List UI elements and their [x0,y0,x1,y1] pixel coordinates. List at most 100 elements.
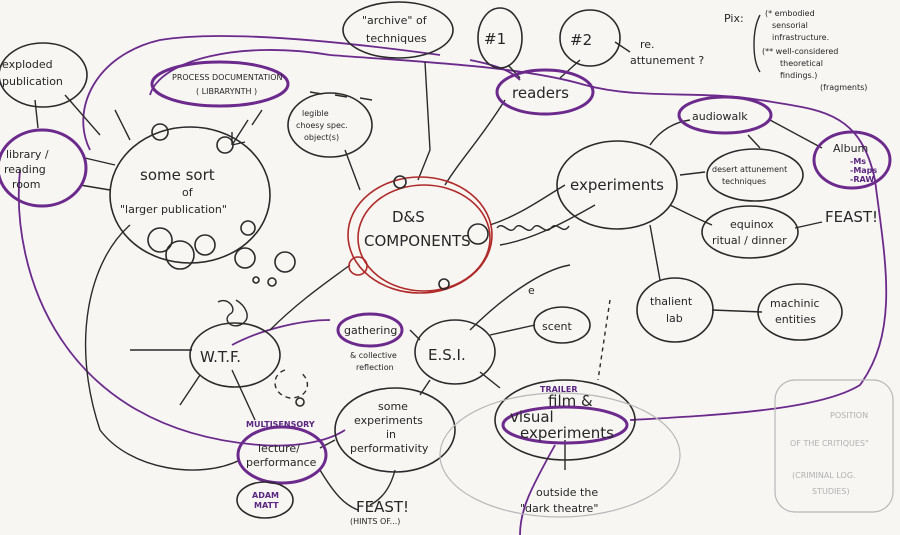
label-process-2: ( LIBRARYNTH ) [196,87,257,96]
node-archive [342,1,454,59]
label-machinic-2: entities [775,313,816,326]
deco-circle [467,223,489,245]
faded-line-2: OF THE CRITIQUES" [790,439,869,448]
label-multisensory: MULTISENSORY [246,420,315,429]
edge-wtf-dashed-circle [274,369,309,399]
edge-equinox-feast [794,221,823,229]
label-adam: ADAM [252,491,279,500]
edge-wtf-lecture [231,369,256,421]
edge-exp-audiowalk [649,119,691,146]
node-legible [287,92,373,158]
label-esi: E.S.I. [428,346,466,364]
node-equinox [701,205,799,259]
node-process-doc [150,60,290,108]
edge-larger-wtf [84,224,241,471]
label-feast-bottom-2: (HINTS OF...) [350,517,400,526]
label-film-3: experiments [520,424,614,442]
label-outside-1: outside the [536,486,598,499]
label-process-1: PROCESS DOCUMENTATION [172,73,283,82]
node-ds [347,176,493,294]
label-outside-2: "dark theatre" [520,502,598,515]
node-experiments [556,140,678,230]
node-gathering [336,312,404,348]
edge-exp-thalient [649,224,661,281]
edge-thalient-machinic [711,309,763,313]
node-film-highlight [501,405,629,445]
label-library-3: room [12,178,40,191]
legend-line-2: sensorial [772,21,808,30]
label-lecture-1: lecture/ [258,442,300,455]
node-labels: exploded publication library / reading r… [2,9,878,526]
deco-circle [147,227,173,253]
edge-library-larger [79,184,111,191]
label-num2: #2 [570,31,592,49]
label-matt: MATT [254,501,279,510]
node-film [494,379,636,461]
edge-wtf-down [179,374,201,406]
node-shapes [0,1,894,519]
edge-ds-spring [496,225,570,231]
node-album [812,130,892,190]
edge-exp-film-dotted [597,299,611,381]
label-someexp-4: performativity [350,442,429,455]
deco-circle [438,278,450,290]
node-exploded [0,42,88,108]
edge-num1-readers [507,64,521,79]
deco-circle [234,247,256,269]
edge-library-larger2 [84,157,116,166]
deco-circle [216,136,234,154]
deco-circle [267,277,277,287]
label-larger-2: of [182,186,194,199]
legend-line-3: infrastructure. [772,33,829,42]
edge-audiowalk-desert [747,134,761,149]
deco-circle [252,276,260,284]
edge-legible-ds [344,149,361,191]
node-machinic [757,283,843,341]
label-library-1: library / [6,148,49,161]
label-exploded-1: exploded [2,58,53,71]
deco-circle [240,220,256,236]
label-legible-2: choesy spec. [296,121,348,130]
legend-line-6: findings.) [780,71,817,80]
faded-line-1: POSITION [830,411,868,420]
faded-line-3: (CRIMINAL LOG. [792,471,856,480]
node-esi [414,319,496,385]
faded-line-4: STUDIES) [812,487,850,496]
label-ds-2: COMPONENTS [364,232,471,250]
label-legible-1: legible [302,109,329,118]
node-num2 [559,9,621,67]
edge-exploded-library [34,99,39,129]
edge-readers-ds [444,99,506,186]
node-ds-inner [357,184,491,292]
node-desert [706,148,804,202]
purple-bottom-loop [17,169,346,447]
label-someexp-2: experiments [354,414,423,427]
label-num1: #1 [484,30,506,48]
node-scent [533,306,591,344]
node-readers [495,68,595,116]
edge-exp-desert [679,171,706,176]
deco-circle [274,251,296,273]
node-wtf [189,322,281,388]
label-archive-2: techniques [366,32,427,45]
node-lecture [236,425,328,485]
label-equinox-2: ritual / dinner [712,234,787,247]
label-e-arrow: e [528,284,535,297]
label-collective-2: reflection [356,363,394,372]
deco-circle [348,256,368,276]
label-larger-3: "larger publication" [120,203,227,216]
purple-film-tail [519,444,556,535]
label-someexp-3: in [386,428,396,441]
label-desert-1: desert attunement [712,165,787,174]
label-desert-2: techniques [722,177,766,186]
legend-pix: Pix: [724,12,744,25]
label-lecture-2: performance [246,456,317,469]
deco-circle [151,123,169,141]
edge-process-arrow2 [251,109,263,126]
legend-line-1: (* embodied [765,9,815,18]
node-num1 [477,7,523,69]
label-thalient-2: lab [666,312,683,325]
label-archive-1: "archive" of [362,14,428,27]
node-some-exp [334,387,456,473]
edge-exploded-larger [64,94,101,136]
